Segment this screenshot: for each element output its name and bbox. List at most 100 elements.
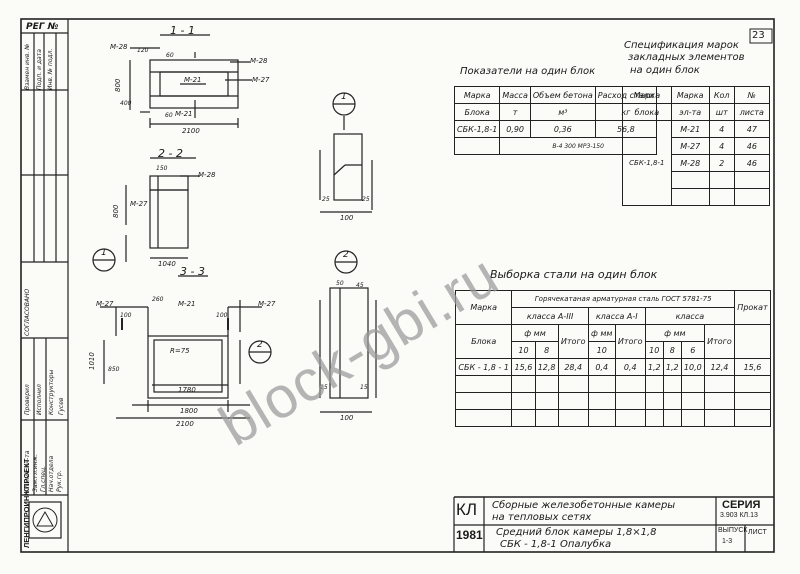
dim-100-b: 100 <box>216 312 228 319</box>
spec-row-2-mark: М-28 <box>670 154 710 172</box>
section-1-1-label: 1 - 1 <box>170 24 195 37</box>
steel-itogo-a3: Итого <box>557 324 589 359</box>
ind-row-mass: 0,90 <box>499 120 531 138</box>
dim-400-a: 400 <box>120 100 132 107</box>
spec-header-sheet: № <box>733 86 771 104</box>
steel-itogo-a1: Итого <box>614 324 646 359</box>
steel-itogo-other: Итого <box>703 324 735 359</box>
dim-100-node2: 100 <box>340 414 354 422</box>
signature-role-3: Нач.отдела <box>48 455 55 492</box>
spec-title-line2: закладных элементов <box>628 52 745 63</box>
steel-table: Марка Горячекатаная арматурная сталь ГОС… <box>454 290 772 427</box>
steel-row-mark: СБК - 1,8 - 1 <box>454 358 513 376</box>
steel-row-sum1: 28,4 <box>557 358 589 376</box>
dim-2100-top: 2100 <box>182 127 200 135</box>
page-number: 23 <box>752 30 765 41</box>
steel-row-v1: 15,6 <box>511 358 536 376</box>
dim-120: 120 <box>137 47 149 54</box>
ind-row-mark: СБК-1,8-1 <box>453 120 501 138</box>
steel-row-sum2: 0,4 <box>614 358 646 376</box>
spec-row-1-sheet: 46 <box>733 137 771 155</box>
steel-header-block: Блока <box>454 324 513 359</box>
steel-dia-other-0: 10 <box>644 341 664 359</box>
spec-row-0-mark: М-21 <box>670 120 710 138</box>
kl-label: КЛ <box>456 500 478 519</box>
dim-1040: 1040 <box>158 260 176 268</box>
steel-row-sum3: 12,4 <box>703 358 735 376</box>
dim-60-b: 60 <box>165 112 173 119</box>
steel-class-a1: класса А-I <box>587 307 646 325</box>
sheet-label: ЛИСТ <box>748 529 767 536</box>
ind-header-mark: Марка <box>453 86 501 104</box>
mark-m28-a: М-28 <box>110 43 128 51</box>
mark-m21-a: М-21 <box>184 76 202 84</box>
spec-row-0-sheet: 47 <box>733 120 771 138</box>
mark-m27-a: М-27 <box>252 76 270 84</box>
spec-header-element: Марка <box>670 86 710 104</box>
mark-m28-b: М-28 <box>250 57 268 65</box>
issue-value: 1-3 <box>722 538 733 545</box>
spec-row-0-qty: 4 <box>708 120 735 138</box>
ind-unit-volume: м³ <box>529 103 596 121</box>
ind-header-mass: Масса <box>499 86 531 104</box>
callout-1-node: 1 <box>341 92 347 102</box>
dim-850: 850 <box>108 366 120 373</box>
dim-800-b: 800 <box>112 204 120 218</box>
reg-label: РЕГ № <box>26 22 59 32</box>
callout-2-section: 2 <box>257 340 263 350</box>
steel-phi-a3: ф мм <box>511 324 559 342</box>
mark-m21-c: М-21 <box>178 300 196 308</box>
steel-header-total: Прокат <box>733 290 772 325</box>
signature-role-6: Исполнил <box>36 384 43 415</box>
mark-m28-c: М-28 <box>198 171 216 179</box>
dim-100-node1: 100 <box>340 214 354 222</box>
steel-dia-a3-1: 8 <box>534 341 559 359</box>
steel-dia-other-1: 8 <box>662 341 682 359</box>
year-label: 1981 <box>456 528 483 542</box>
steel-row-v4: 1,2 <box>644 358 664 376</box>
spec-row-1-mark: М-27 <box>670 137 710 155</box>
steel-dia-a3-0: 10 <box>511 341 536 359</box>
radius-75: R=75 <box>170 347 190 355</box>
steel-dia-a1-0: 10 <box>587 341 616 359</box>
series-value: 3.903 КЛ.13 <box>720 512 758 519</box>
signature-name-0: Гусев <box>58 397 65 415</box>
spec-table: Марка Марка Кол № блока эл-та шт листа С… <box>622 86 771 206</box>
indicators-title: Показатели на один блок <box>460 66 596 77</box>
title-line-1: Сборные железобетонные камеры <box>492 500 676 511</box>
spec-sub-block: блока <box>622 103 672 121</box>
dim-100-a: 100 <box>120 312 132 319</box>
steel-header-mark: Марка <box>454 290 513 325</box>
spec-row-2-qty: 2 <box>708 154 735 172</box>
title-line-2: на тепловых сетях <box>492 512 592 523</box>
mark-m27-d: М-27 <box>258 300 276 308</box>
spec-row-1-qty: 4 <box>708 137 735 155</box>
steel-row-v2: 12,8 <box>534 358 559 376</box>
dim-50: 50 <box>336 280 344 287</box>
steel-class-other: класса <box>644 307 735 325</box>
steel-phi-a1: ф мм <box>587 324 616 342</box>
dim-800-a: 800 <box>114 78 122 92</box>
dim-25-b: 25 <box>362 196 370 203</box>
spec-sub-element: эл-та <box>670 103 710 121</box>
spec-header-block: Марка <box>622 86 672 104</box>
steel-row-v6: 10,0 <box>680 358 705 376</box>
strip-stamp-2: Подп. и дата <box>36 49 43 90</box>
steel-table-title: Выборка стали на один блок <box>490 268 658 281</box>
dim-45: 45 <box>356 282 364 289</box>
mark-m27-b: М-27 <box>130 200 148 208</box>
steel-class-a3: класса А-III <box>511 307 589 325</box>
mark-m21-b: М-21 <box>175 110 193 118</box>
strip-stamp-0: СОГЛАСОВАНО <box>24 288 31 336</box>
signature-role-1: Зам.гл.инж. <box>32 454 39 492</box>
dim-15-a: 15 <box>320 384 328 391</box>
signature-role-5: Проверил <box>24 384 31 415</box>
steel-row-v3: 0,4 <box>587 358 616 376</box>
signature-role-2: Гл.спец. <box>40 466 47 492</box>
ind-header-volume: Объем бетона <box>529 86 596 104</box>
spec-title-line3: на один блок <box>630 65 700 76</box>
spec-sub-sheet: листа <box>733 103 771 121</box>
section-2-2-label: 2 - 2 <box>158 147 183 160</box>
